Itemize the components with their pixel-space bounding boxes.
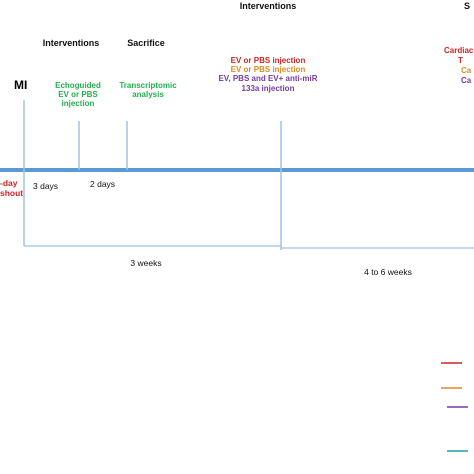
- interventions-left-heading: Interventions: [42, 38, 100, 48]
- right-orange-label: Ca: [461, 66, 472, 75]
- injection-purple-line-1: EV, PBS and EV+ anti-miR: [218, 74, 318, 84]
- right-red-label-1: Cardiac: [444, 46, 474, 55]
- washout-label: -day shout: [0, 178, 24, 199]
- sacrifice-heading: Sacrifice: [127, 38, 165, 48]
- washout-line-2: shout: [0, 187, 24, 198]
- injection-orange: EV or PBS injection: [230, 65, 306, 75]
- span-3-weeks: 3 weeks: [130, 258, 162, 268]
- gap-2-days: 2 days: [90, 179, 116, 189]
- injection-label-block: EV or PBS injection EV or PBS injection …: [218, 56, 317, 93]
- right-purple-label: Ca: [461, 76, 472, 85]
- transcriptomic-line-2: analysis: [132, 90, 164, 100]
- transcriptomic-line-1: Transcriptomic: [119, 81, 177, 90]
- echo-line-3: injection: [61, 99, 95, 109]
- injection-purple-line-2: 133a injection: [241, 83, 295, 93]
- span-4-to-6-weeks: 4 to 6 weeks: [364, 267, 412, 277]
- mi-label: MI: [14, 78, 28, 92]
- transcriptomic-label: Transcriptomic analysis: [119, 81, 176, 99]
- gap-3-days: 3 days: [33, 181, 59, 191]
- washout-line-1: -day: [0, 178, 18, 188]
- top-right-heading-cut: S: [464, 1, 471, 11]
- echo-injection-label: Echoguided EV or PBS injection: [55, 81, 101, 109]
- injection-red: EV or PBS injection: [230, 56, 306, 65]
- right-red-label-2: T: [458, 56, 463, 65]
- echo-line-1: Echoguided: [55, 81, 101, 90]
- interventions-top-heading: Interventions: [239, 1, 297, 11]
- echo-line-2: EV or PBS: [58, 90, 98, 100]
